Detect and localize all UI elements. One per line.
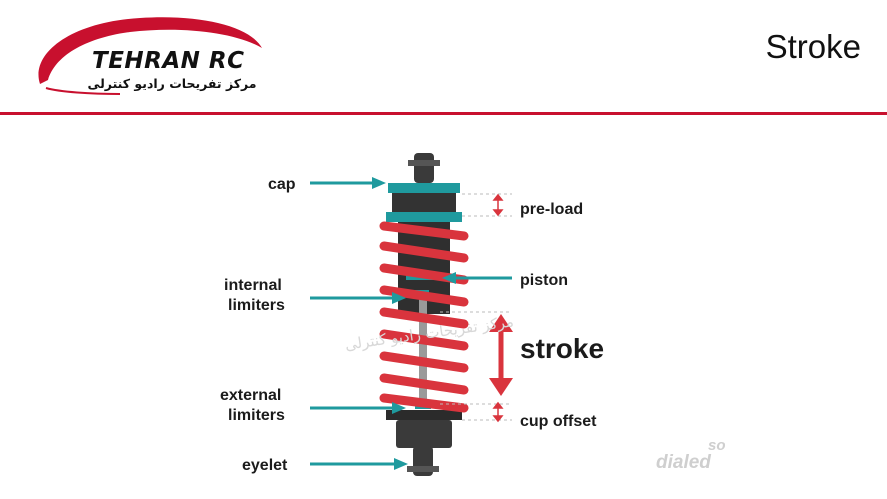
- label-stroke: stroke: [520, 333, 604, 364]
- small-measure-arrows: [492, 193, 504, 423]
- top-stud-ring: [408, 160, 440, 166]
- label-piston: piston: [520, 272, 568, 289]
- spring-top-cup: [386, 212, 462, 222]
- top-stud: [414, 153, 434, 183]
- logo-swoosh: [38, 17, 263, 95]
- pointer-arrows: [310, 177, 512, 470]
- label-eyelet: eyelet: [242, 457, 288, 474]
- label-internal-limiters: limiters: [228, 297, 285, 314]
- label-external-limiters: limiters: [228, 407, 285, 424]
- label-cap: cap: [268, 176, 296, 193]
- label-cup-offset: cup offset: [520, 413, 597, 430]
- logo-title: TEHRAN RC: [92, 48, 245, 74]
- credit-dialed: dialed: [656, 452, 711, 473]
- label-preload: pre-load: [520, 201, 583, 218]
- shaft: [419, 298, 427, 404]
- logo: TEHRAN RC مرکز تفریحات رادیو کنترلی: [30, 14, 270, 98]
- label-external: external: [220, 387, 281, 404]
- stroke-arrow: [489, 314, 513, 396]
- label-internal: internal: [224, 277, 282, 294]
- cap-plate: [388, 183, 460, 193]
- credit-so: so: [708, 437, 726, 454]
- guide-lines: [440, 193, 512, 421]
- page-title: Stroke: [765, 28, 861, 65]
- spring: [379, 221, 469, 413]
- eyelet-ring: [407, 466, 439, 472]
- spring-bottom-cup: [386, 410, 462, 420]
- lower-body: [396, 420, 452, 448]
- header-divider: [0, 112, 887, 115]
- cap-body: [392, 193, 456, 215]
- logo-subtitle: مرکز تفریحات رادیو کنترلی: [87, 76, 257, 91]
